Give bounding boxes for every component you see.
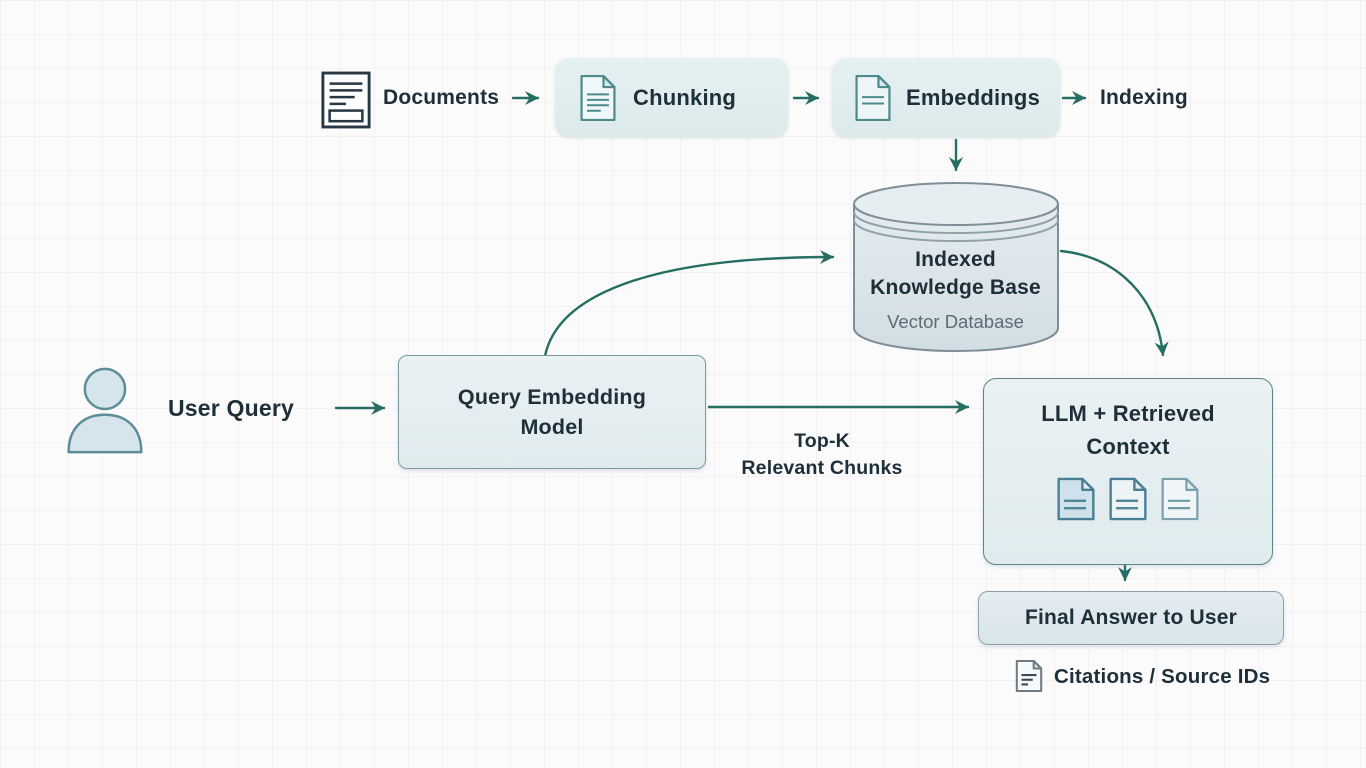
knowledge-base-text: Indexed Knowledge Base Vector Database bbox=[853, 246, 1058, 333]
embedding-model-line1: Query Embedding bbox=[457, 385, 647, 409]
kb-title-line2: Knowledge Base bbox=[870, 276, 1041, 299]
arrow-model-to-kb-curve bbox=[543, 250, 835, 358]
topk-label: Top-K Relevant Chunks bbox=[712, 428, 932, 482]
citations-label: Citations / Source IDs bbox=[1054, 665, 1271, 688]
topk-line1: Top-K bbox=[794, 430, 850, 452]
kb-title-line1: Indexed bbox=[915, 248, 996, 271]
retrieved-doc-icon-3 bbox=[1161, 477, 1199, 521]
query-embedding-model-node: Query Embedding Model bbox=[398, 355, 706, 469]
user-query-label: User Query bbox=[168, 395, 295, 421]
documents-label: Documents bbox=[383, 86, 500, 109]
retrieved-doc-icon-1 bbox=[1057, 477, 1095, 521]
arrow-kb-to-llm-curve bbox=[1059, 249, 1169, 357]
topk-line2: Relevant Chunks bbox=[741, 457, 903, 479]
chunking-document-icon bbox=[580, 74, 616, 121]
final-answer-label: Final Answer to User bbox=[1024, 606, 1238, 629]
embeddings-document-icon bbox=[855, 74, 891, 121]
user-icon bbox=[67, 367, 143, 454]
embeddings-node: Embeddings bbox=[832, 58, 1060, 137]
database-cylinder-icon bbox=[853, 182, 1059, 353]
final-answer-node: Final Answer to User bbox=[978, 591, 1284, 645]
chunking-label: Chunking bbox=[633, 84, 737, 110]
llm-context-node: LLM + Retrieved Context bbox=[983, 378, 1273, 565]
llm-line2: Context bbox=[1086, 434, 1170, 459]
retrieved-doc-icon-2 bbox=[1109, 477, 1147, 521]
llm-line1: LLM + Retrieved bbox=[1041, 401, 1215, 426]
retrieved-docs-row bbox=[1055, 476, 1201, 522]
kb-subtitle: Vector Database bbox=[887, 311, 1024, 332]
chunking-node: Chunking bbox=[555, 58, 788, 137]
embeddings-label: Embeddings bbox=[906, 84, 1041, 110]
documents-icon bbox=[321, 71, 371, 129]
citations-document-icon bbox=[1015, 659, 1043, 693]
indexing-label: Indexing bbox=[1100, 86, 1188, 109]
embedding-model-line2: Model bbox=[520, 415, 584, 439]
